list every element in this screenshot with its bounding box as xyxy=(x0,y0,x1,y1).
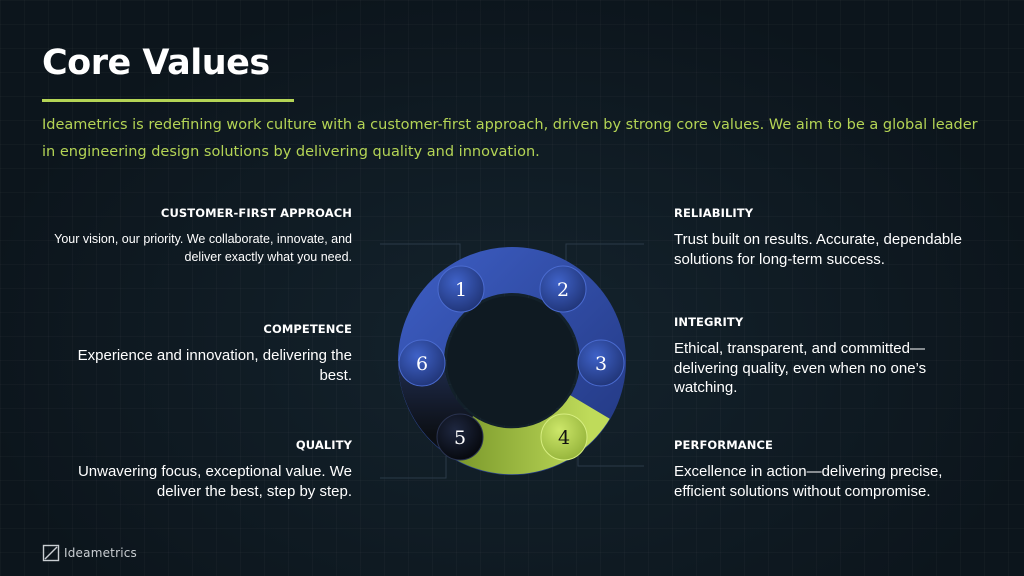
value-description: Trust built on results. Accurate, depend… xyxy=(674,231,962,268)
logo-text: Ideametrics xyxy=(64,546,137,560)
title-underline xyxy=(42,99,294,102)
value-title: COMPETENCE xyxy=(263,322,352,336)
value-title: QUALITY xyxy=(295,438,352,452)
value-integrity: INTEGRITY Ethical, transparent, and comm… xyxy=(674,315,984,398)
node-number: 1 xyxy=(455,279,467,301)
node-2: 2 xyxy=(539,265,587,313)
value-title: RELIABILITY xyxy=(674,206,754,220)
footer-logo: Ideametrics xyxy=(42,544,137,562)
node-number: 6 xyxy=(416,353,428,375)
connector-line-4 xyxy=(577,452,644,467)
node-3: 3 xyxy=(577,339,625,387)
node-number: 2 xyxy=(557,279,569,301)
value-title: CUSTOMER-FIRST APPROACH xyxy=(160,206,352,220)
connector-line-5 xyxy=(380,456,447,479)
value-competence: COMPETENCE Experience and innovation, de… xyxy=(42,322,352,385)
value-reliability: RELIABILITY Trust built on results. Accu… xyxy=(674,206,984,269)
node-6: 6 xyxy=(398,339,446,387)
node-5: 5 xyxy=(436,413,484,461)
connector-lines xyxy=(380,243,644,479)
value-title: PERFORMANCE xyxy=(674,438,773,452)
page-subtitle: Ideametrics is redefining work culture w… xyxy=(42,117,978,160)
ring-center xyxy=(447,296,577,426)
value-description: Ethical, transparent, and committed—deli… xyxy=(674,340,927,396)
node-number: 4 xyxy=(558,427,570,449)
value-performance: PERFORMANCE Excellence in action—deliver… xyxy=(674,438,984,501)
value-description: Unwavering focus, exceptional value. We … xyxy=(77,463,352,500)
connector-line-2 xyxy=(565,243,644,262)
connector-line-1 xyxy=(380,243,461,262)
value-quality: QUALITY Unwavering focus, exceptional va… xyxy=(42,438,352,501)
value-description: Your vision, our priority. We collaborat… xyxy=(54,232,352,264)
core-values-ring-diagram: 1 2 3 4 5 6 xyxy=(380,243,644,479)
ideametrics-logo-icon xyxy=(42,544,60,562)
node-1: 1 xyxy=(437,265,485,313)
value-customer-first: CUSTOMER-FIRST APPROACH Your vision, our… xyxy=(42,206,352,266)
page-title: Core Values xyxy=(42,43,270,83)
node-number: 3 xyxy=(595,353,607,375)
value-description: Experience and innovation, delivering th… xyxy=(77,347,352,384)
node-number: 5 xyxy=(454,427,466,449)
node-4: 4 xyxy=(540,413,588,461)
value-title: INTEGRITY xyxy=(674,315,744,329)
value-description: Excellence in action—delivering precise,… xyxy=(674,463,943,500)
